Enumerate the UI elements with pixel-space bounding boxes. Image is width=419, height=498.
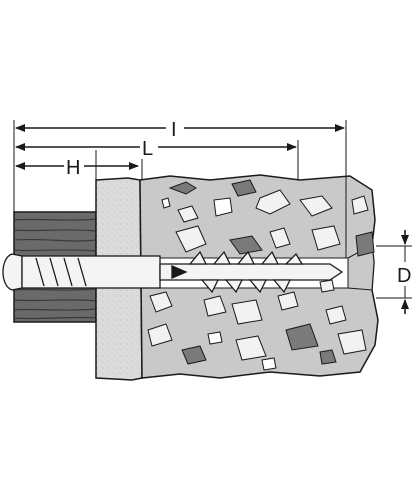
- extension-lines: [13, 120, 412, 299]
- sleeve-ribs: [35, 257, 87, 287]
- expansion-teeth: [188, 250, 304, 294]
- anchor-sleeve: [21, 255, 161, 289]
- label-l-anchor: L: [142, 138, 153, 160]
- label-h-fixture: H: [66, 157, 80, 179]
- label-l-total: I: [171, 119, 177, 141]
- anchor-collar: [2, 253, 23, 291]
- nail-anchor: [2, 250, 344, 294]
- label-d-diameter: D: [397, 265, 411, 287]
- aggregate-stones: [147, 179, 375, 371]
